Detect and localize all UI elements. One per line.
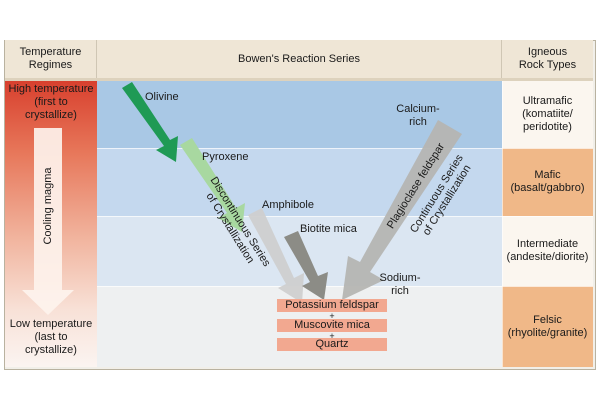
sodium-rich-text: Sodium- rich	[379, 272, 421, 297]
product-quartz: Quartz	[277, 338, 387, 351]
pyroxene-arrow	[180, 138, 245, 232]
amphibole-label: Amphibole	[262, 199, 314, 211]
olivine-label: Olivine	[145, 91, 179, 103]
row-divider	[97, 148, 593, 149]
header-temperature-regimes: Temperature Regimes	[5, 40, 97, 78]
olivine-arrow	[122, 82, 178, 162]
rock-type-label: Intermediate (andesite/diorite)	[506, 238, 589, 263]
calcium-rich-label: Calcium- rich	[388, 103, 448, 129]
high-temperature-text: High temperature (first to crystallize)	[8, 83, 94, 121]
header-rock-types: Igneous Rock Types	[502, 40, 593, 78]
pyroxene-label: Pyroxene	[202, 151, 249, 163]
cooling-magma-label: Cooling magma	[42, 156, 54, 256]
amphibole-arrow	[248, 208, 304, 303]
cooling-magma-arrow	[22, 128, 74, 315]
cooling-magma-text: Cooling magma	[42, 167, 54, 245]
plagioclase-arrow	[342, 120, 462, 300]
row-divider	[97, 216, 593, 217]
calcium-rich-text: Calcium- rich	[396, 103, 440, 128]
rock-type-label: Ultramafic (komatiite/ peridotite)	[522, 95, 573, 133]
low-temperature-label: Low temperature (last to crystallize)	[5, 318, 97, 357]
header-temperature-label: Temperature Regimes	[19, 46, 82, 71]
rock-type-label: Felsic (rhyolite/granite)	[507, 313, 588, 339]
product-muscovite-mica: Muscovite mica	[277, 319, 387, 332]
low-temperature-text: Low temperature (last to crystallize)	[9, 318, 93, 356]
high-temperature-label: High temperature (first to crystallize)	[5, 83, 97, 122]
header-series-label: Bowen's Reaction Series	[238, 52, 360, 65]
biotite-arrow	[284, 231, 328, 300]
header-bowens-series: Bowen's Reaction Series	[97, 40, 502, 78]
header-divider	[5, 78, 593, 81]
biotite-label: Biotite mica	[300, 223, 357, 235]
rock-type-felsic: Felsic (rhyolite/granite)	[502, 286, 593, 367]
rock-type-mafic: Mafic (basalt/gabbro)	[502, 148, 593, 216]
sodium-rich-label: Sodium- rich	[372, 272, 428, 298]
product-potassium-feldspar: Potassium feldspar	[277, 299, 387, 312]
plus-sign: +	[329, 331, 335, 341]
header-rock-types-label: Igneous Rock Types	[518, 46, 577, 71]
rock-type-ultramafic: Ultramafic (komatiite/ peridotite)	[502, 81, 593, 148]
rock-type-intermediate: Intermediate (andesite/diorite)	[502, 216, 593, 286]
plus-sign: +	[329, 311, 335, 321]
column-divider	[502, 81, 503, 367]
rock-type-label: Mafic (basalt/gabbro)	[510, 169, 585, 194]
